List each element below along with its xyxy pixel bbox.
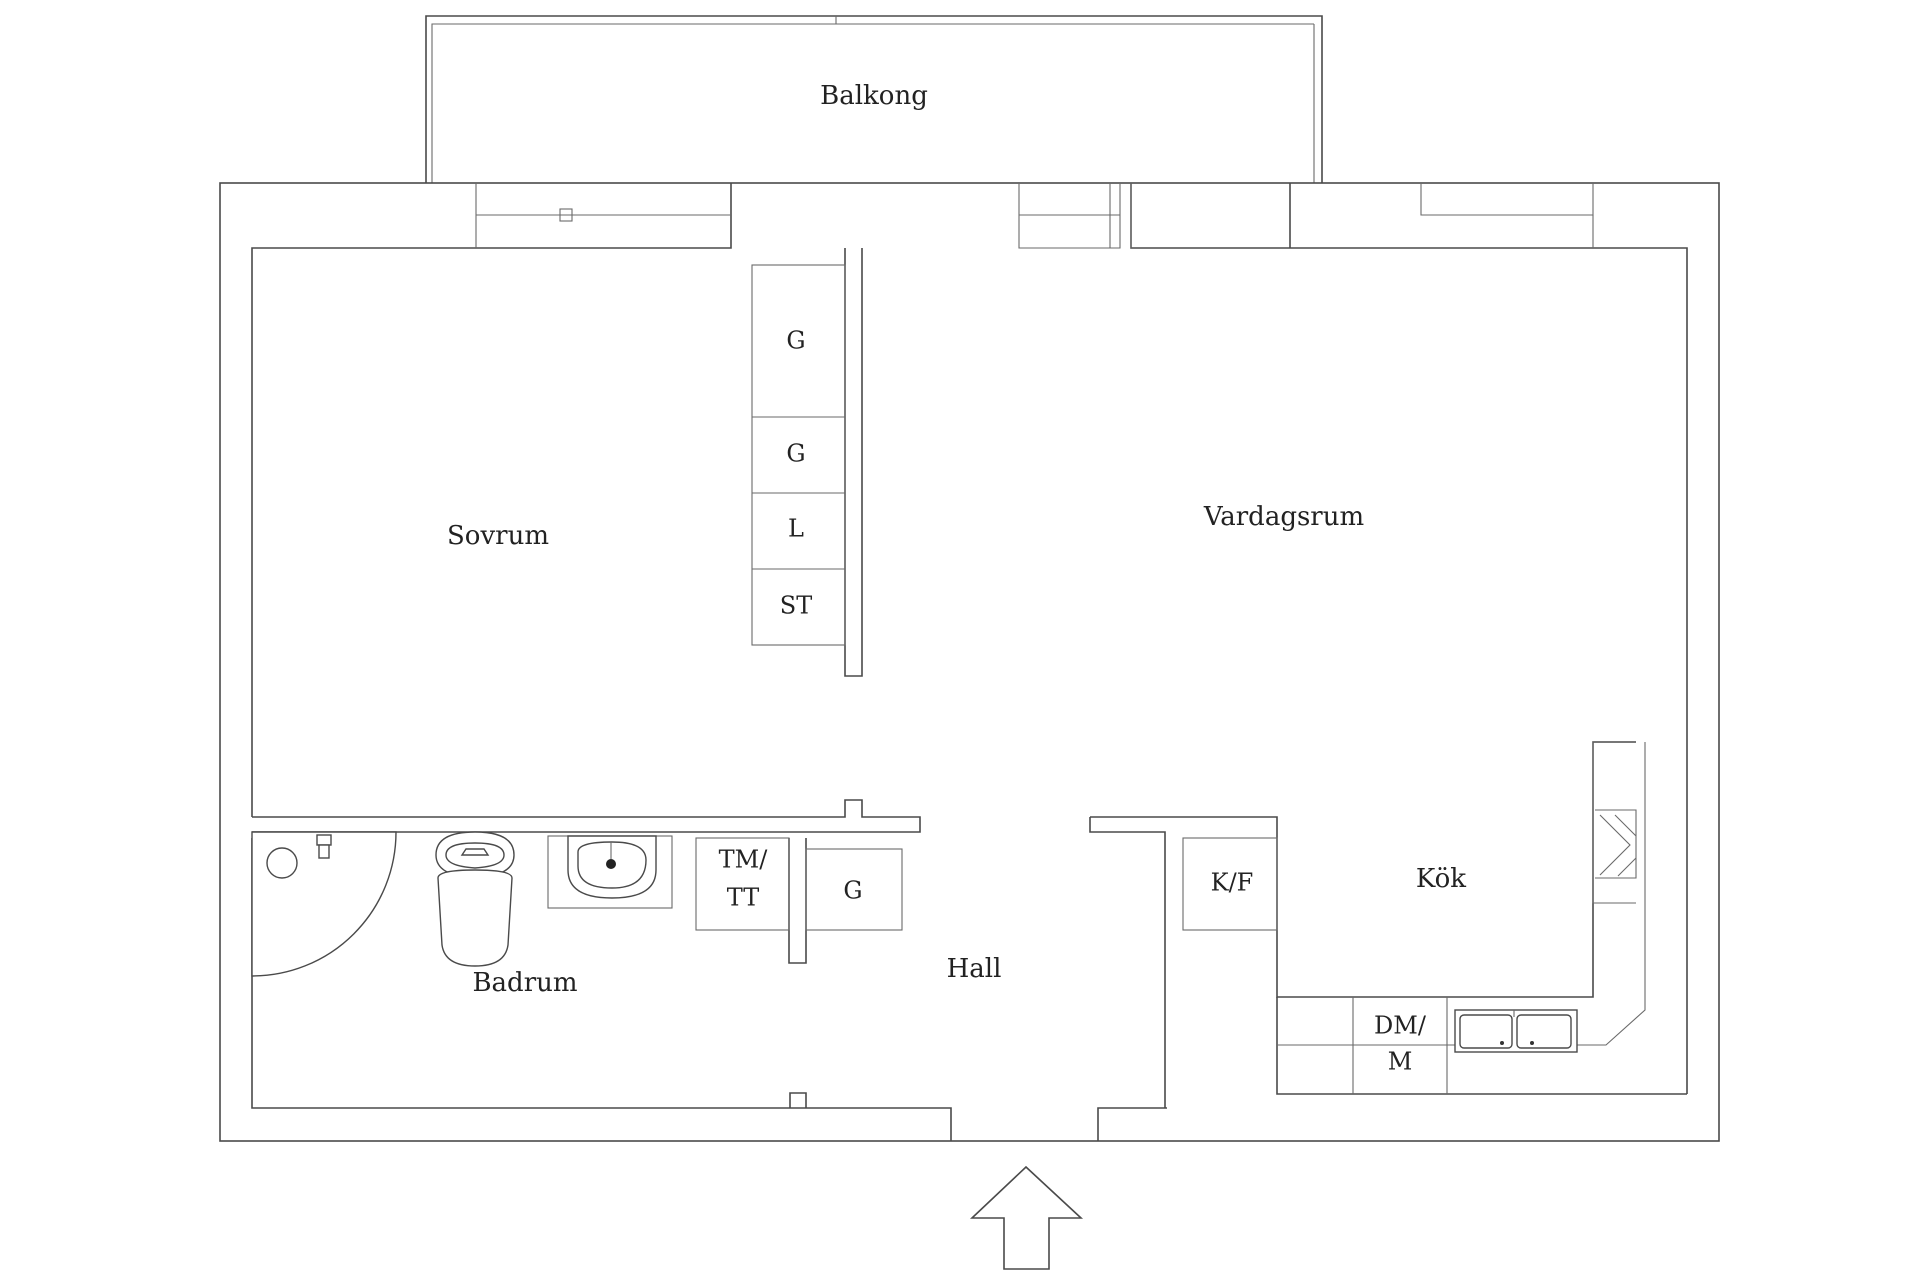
room-label-sovrum: Sovrum <box>447 521 549 551</box>
kitchen-counters <box>1276 742 1687 1095</box>
closet-label-g3: G <box>843 877 862 905</box>
hall-closets <box>695 837 1278 931</box>
appliance-label-tm: TM/ <box>719 846 769 874</box>
closet-label-l: L <box>788 515 804 543</box>
stove-icon <box>1595 809 1637 879</box>
appliance-label-dm: DM/ <box>1374 1012 1427 1040</box>
bathroom-fixtures <box>251 831 673 977</box>
windows <box>475 183 1594 249</box>
room-label-kok: Kök <box>1416 864 1466 894</box>
closet-label-g1: G <box>786 327 805 355</box>
double-sink-icon <box>1454 1009 1578 1053</box>
sink-icon <box>547 835 673 909</box>
appliance-label-m: M <box>1388 1048 1413 1076</box>
entrance-arrow-icon <box>969 1165 1084 1270</box>
balcony <box>425 15 1323 183</box>
closet-label-g2: G <box>786 440 805 468</box>
room-label-badrum: Badrum <box>472 968 577 998</box>
closet-label-st: ST <box>780 592 812 620</box>
room-label-balkong: Balkong <box>820 81 928 111</box>
toilet-icon <box>435 831 515 967</box>
room-label-vardagsrum: Vardagsrum <box>1203 502 1364 532</box>
room-label-hall: Hall <box>947 954 1002 984</box>
interior-walls <box>252 248 1636 1108</box>
appliance-label-tt: TT <box>727 884 759 912</box>
appliance-label-kf: K/F <box>1211 869 1254 897</box>
wardrobe-column <box>751 264 846 646</box>
